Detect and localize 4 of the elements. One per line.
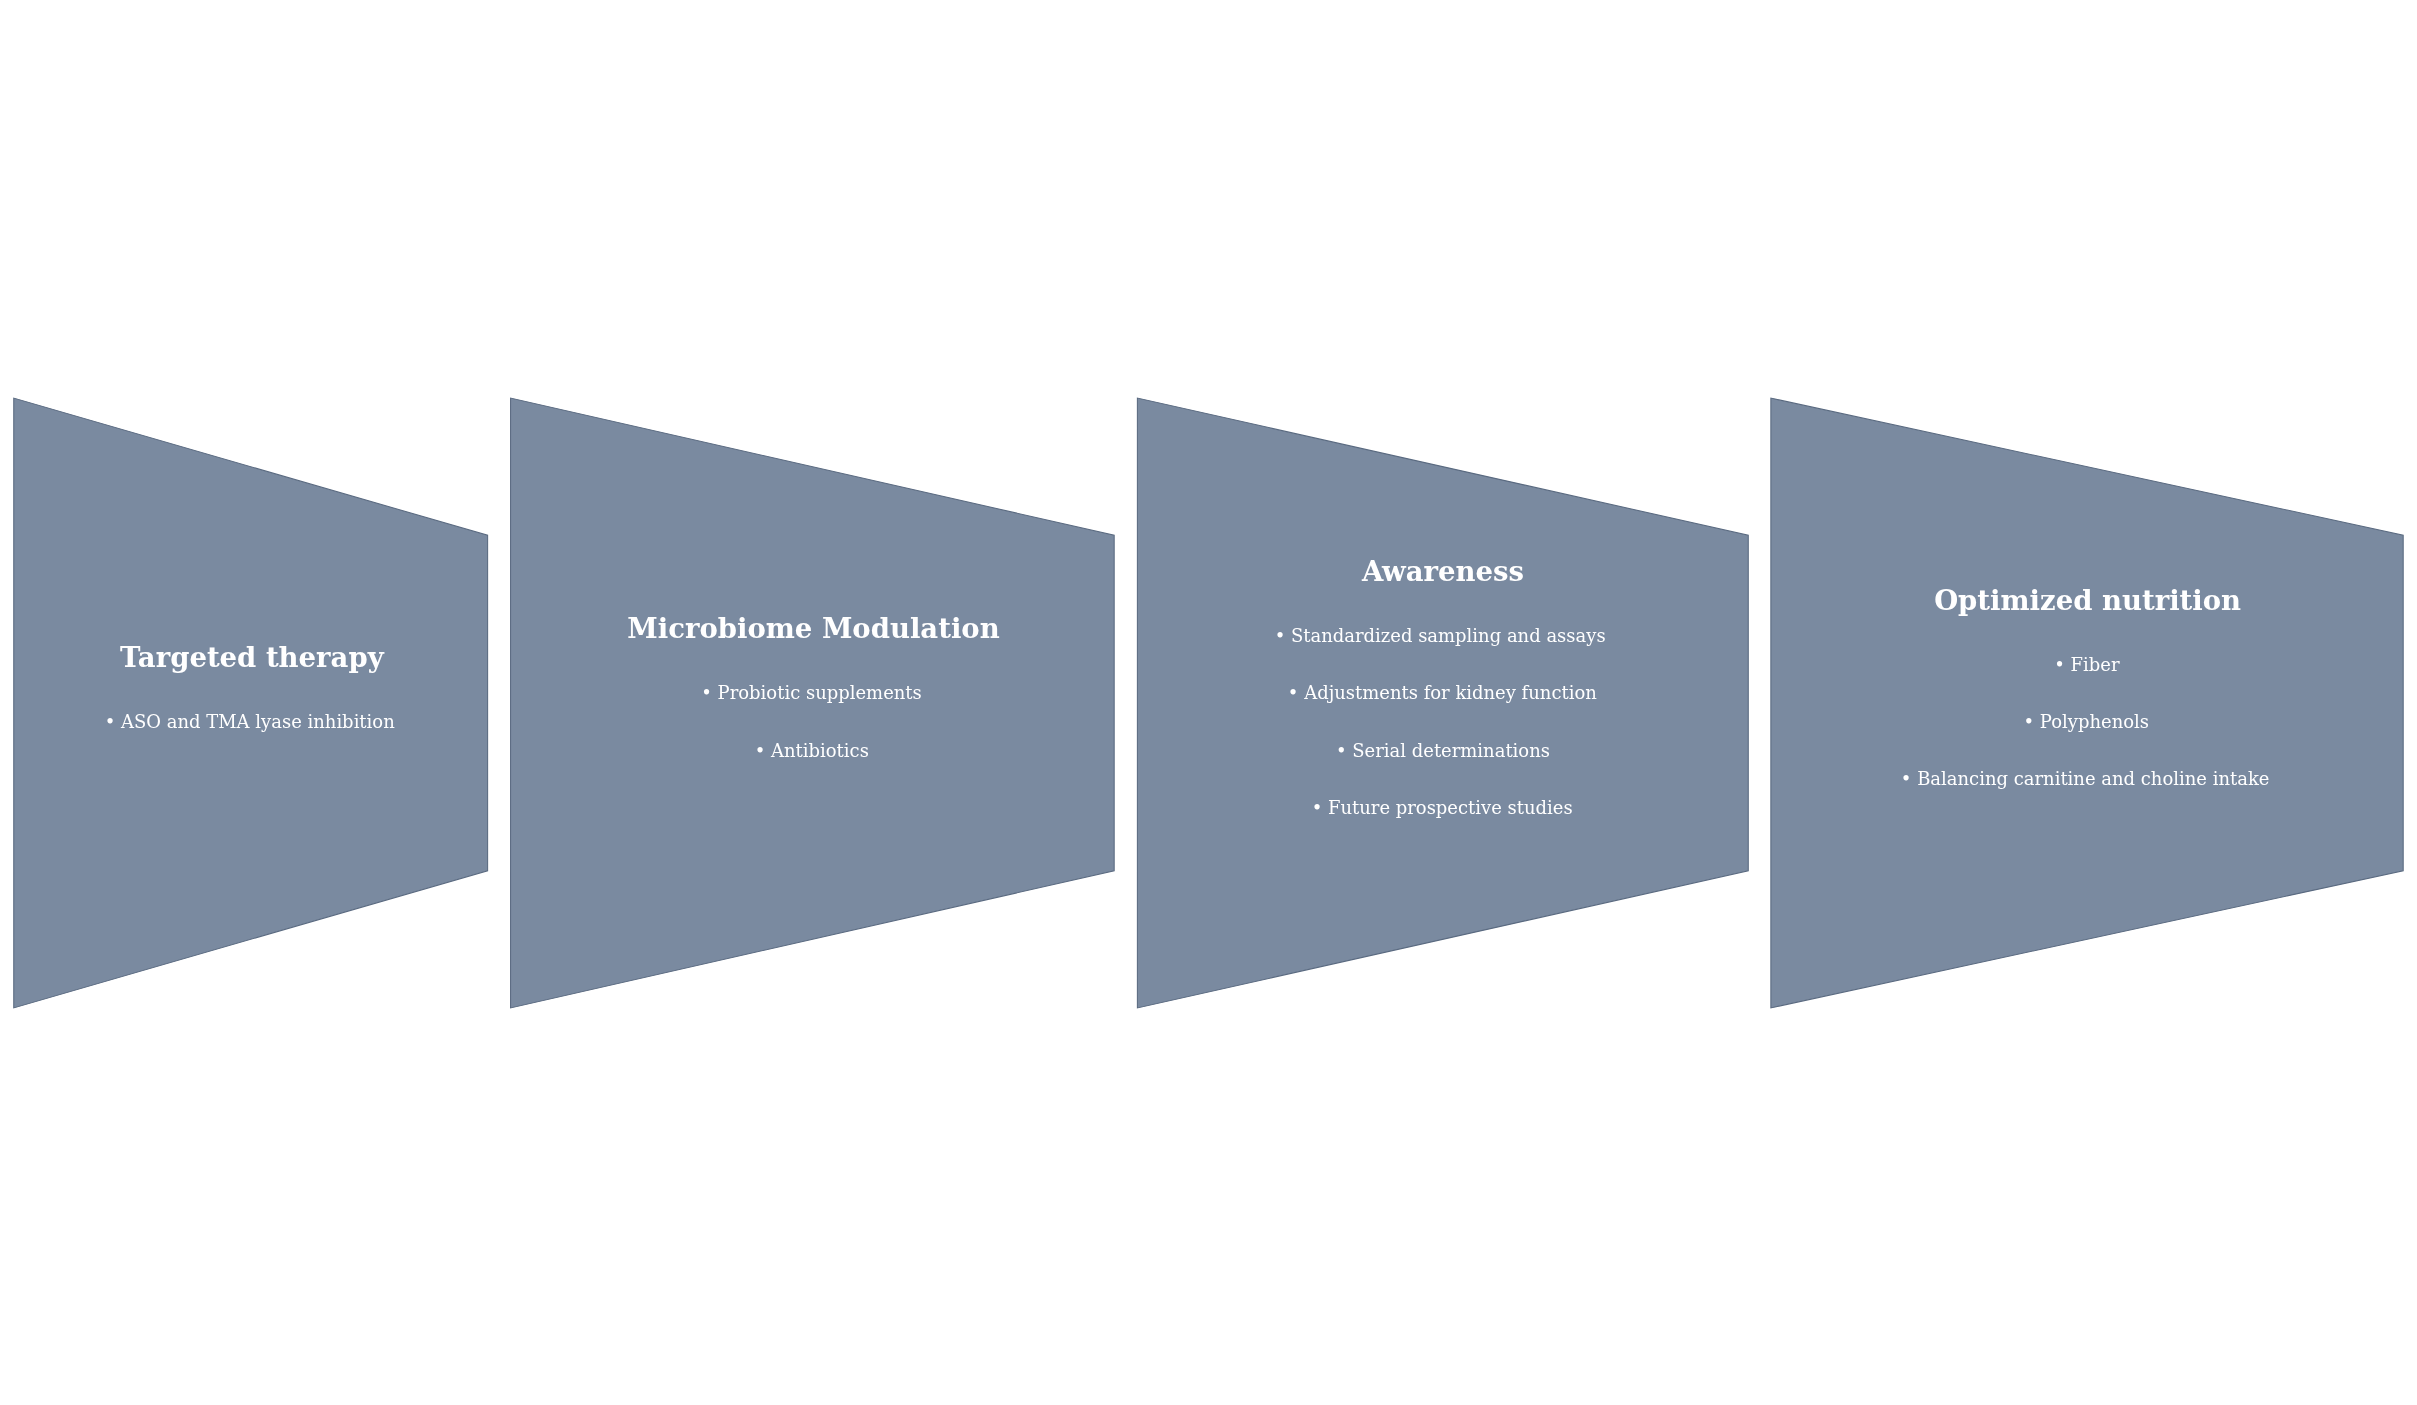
node-box: Optimized nutrition • Fiber • Polyphenols • Balancing carnitine and choline intake xyxy=(1770,396,2404,1009)
node-box: Awareness • Standardized sampling and assays • Adjustments for kidney function • Serial determinations • Future prospective studies xyxy=(1136,396,1749,1009)
node-box: Microbiome Modulation • Probiotic supplements • Antibiotics xyxy=(510,396,1115,1009)
node-box: Targeted therapy • ASO and TMA lyase inhibition xyxy=(13,396,489,1009)
